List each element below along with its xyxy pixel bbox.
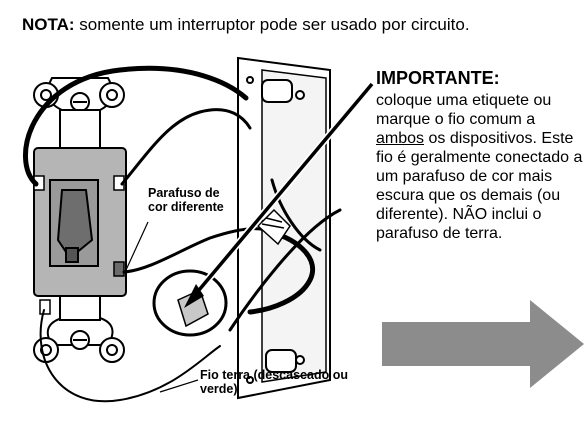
wall-switch xyxy=(33,77,127,363)
note-text: somente um interruptor pode ser usado po… xyxy=(74,15,470,34)
highlight-circle xyxy=(152,269,228,337)
pointer-arrow xyxy=(184,81,375,308)
important-text: coloque uma etiquete ou marque o fio com… xyxy=(376,91,585,243)
screw-label: Parafuso de cor diferente xyxy=(148,186,224,214)
note-line: NOTA: somente um interruptor pode ser us… xyxy=(22,15,470,35)
screw-leader-line xyxy=(125,221,149,271)
important-text-before: coloque uma etiquete ou marque o fio com… xyxy=(376,92,552,128)
important-text-after: os dispositivos. Este fio é geralmente c… xyxy=(376,130,583,242)
ground-wire-label: Fio terra (descascado ou verde) xyxy=(200,368,348,396)
gray-arrow xyxy=(382,300,584,388)
ground-leader-line xyxy=(159,379,199,393)
note-prefix: NOTA: xyxy=(22,15,75,34)
important-underlined: ambos xyxy=(376,130,425,147)
wires xyxy=(22,65,342,403)
important-title: IMPORTANTE: xyxy=(376,68,500,88)
wire-nut xyxy=(256,208,291,246)
